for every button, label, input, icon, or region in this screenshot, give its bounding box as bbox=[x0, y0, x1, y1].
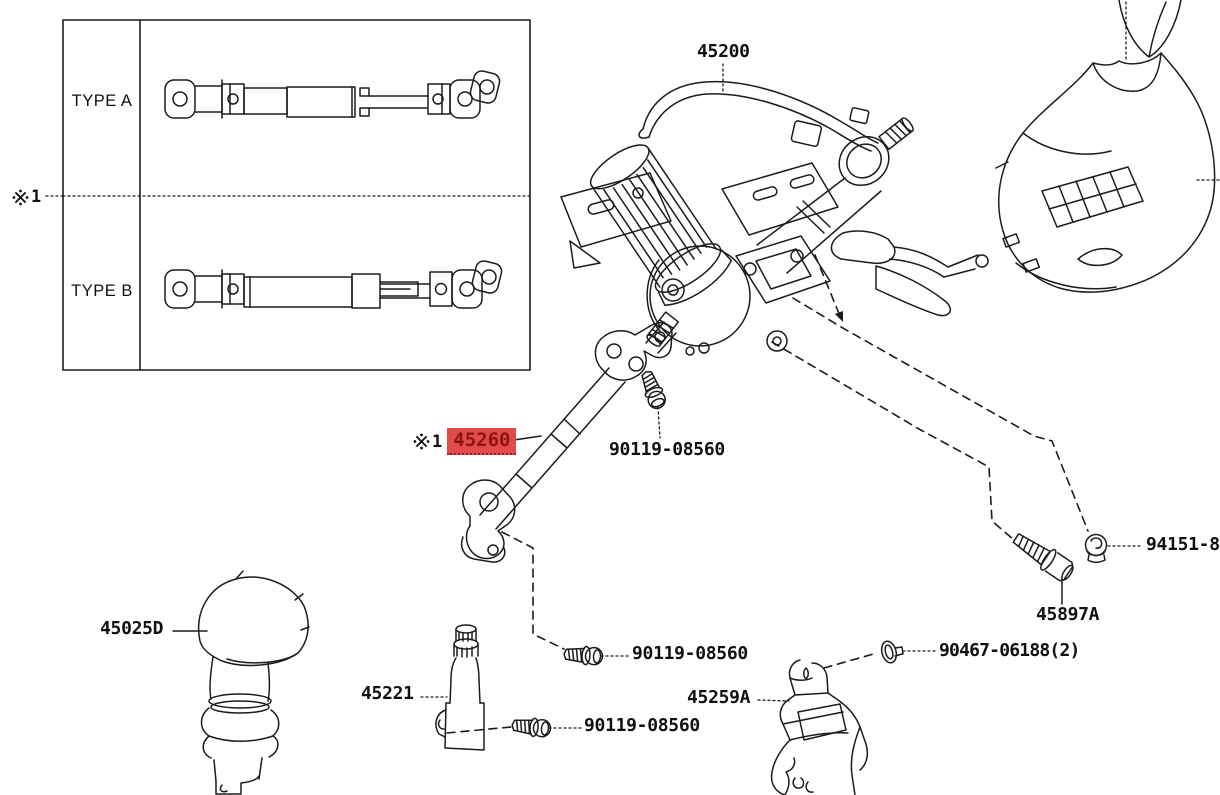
type-b-label: TYPE B bbox=[71, 282, 133, 300]
reference-number: 1 bbox=[31, 187, 42, 207]
leader-lines bbox=[172, 1, 1220, 729]
reference-mark-icon bbox=[413, 433, 430, 450]
bracket-45259a-drawing bbox=[770, 659, 869, 795]
type-a-shaft-drawing bbox=[164, 70, 501, 119]
bolt-90119-low-drawing bbox=[510, 715, 553, 739]
variant-table bbox=[45, 19, 531, 371]
type-a-label: TYPE A bbox=[71, 92, 133, 110]
type-b-shaft-drawing bbox=[164, 260, 503, 309]
intermediate-shaft-drawing bbox=[460, 322, 673, 563]
bolt-90119-top-drawing bbox=[636, 367, 669, 412]
steering-column-assembly-drawing bbox=[560, 80, 989, 356]
bolt-90119-mid-drawing bbox=[562, 644, 604, 667]
part-45221-drawing bbox=[435, 624, 485, 751]
part-label-45200[interactable]: 45200 bbox=[697, 41, 750, 62]
part-label-45025D[interactable]: 45025D bbox=[100, 618, 164, 639]
part-label-45260-group: 1 45260 bbox=[413, 428, 517, 455]
part-label-90467-06188[interactable]: 90467-06188(2) bbox=[939, 640, 1080, 661]
clip-90467-drawing bbox=[880, 640, 904, 664]
column-cover-drawing bbox=[995, 0, 1216, 293]
part-label-90119-08560-mid[interactable]: 90119-08560 bbox=[632, 643, 748, 664]
dashed-arrowhead bbox=[835, 311, 843, 322]
dashed-connector-lines bbox=[446, 254, 1089, 734]
boot-45025d-drawing bbox=[198, 570, 310, 795]
bolt-45897a-drawing bbox=[1012, 533, 1074, 582]
part-label-45259A[interactable]: 45259A bbox=[687, 687, 751, 708]
nut-94151-drawing bbox=[1084, 533, 1108, 563]
reference-mark-1: 1 bbox=[12, 187, 41, 207]
reference-number: 1 bbox=[432, 431, 443, 452]
part-label-45221[interactable]: 45221 bbox=[361, 683, 414, 704]
part-label-45897A[interactable]: 45897A bbox=[1036, 604, 1100, 625]
part-label-90119-08560-low[interactable]: 90119-08560 bbox=[584, 715, 700, 736]
part-label-45260-highlighted[interactable]: 45260 bbox=[447, 428, 517, 455]
part-label-90119-08560-top[interactable]: 90119-08560 bbox=[609, 439, 725, 460]
reference-mark-icon bbox=[12, 189, 29, 205]
part-label-94151-80[interactable]: 94151-80 bbox=[1146, 535, 1220, 555]
